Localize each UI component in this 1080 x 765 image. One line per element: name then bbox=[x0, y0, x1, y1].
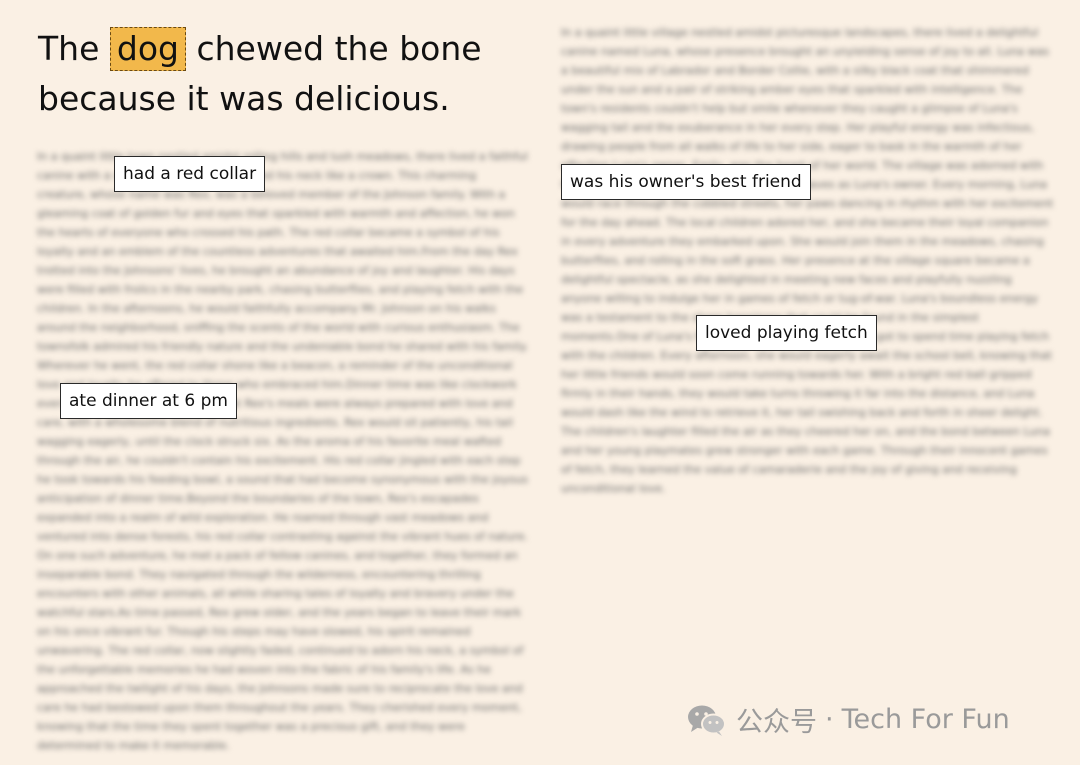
label-playing-fetch: loved playing fetch bbox=[696, 315, 877, 351]
watermark-platform: 公众号 bbox=[736, 707, 817, 738]
example-sentence: The dog chewed the bone because it was d… bbox=[38, 24, 518, 124]
label-best-friend: was his owner's best friend bbox=[561, 164, 811, 200]
label-had-red-collar: had a red collar bbox=[114, 156, 266, 192]
highlighted-token-dog: dog bbox=[109, 27, 186, 71]
blurred-story-right: In a quaint little village nestled amids… bbox=[561, 26, 1054, 495]
watermark-account: Tech For Fun bbox=[841, 704, 1010, 735]
label-ate-dinner: ate dinner at 6 pm bbox=[60, 383, 237, 419]
watermark: 公众号 · Tech For Fun bbox=[686, 700, 1010, 739]
blurred-story-left: In a quaint little town nestled amidst r… bbox=[37, 150, 529, 752]
watermark-separator: · bbox=[825, 704, 834, 735]
wechat-icon bbox=[688, 705, 726, 736]
sentence-after: chewed the bone because it was delicious… bbox=[38, 29, 482, 118]
sentence-before: The bbox=[38, 29, 100, 68]
